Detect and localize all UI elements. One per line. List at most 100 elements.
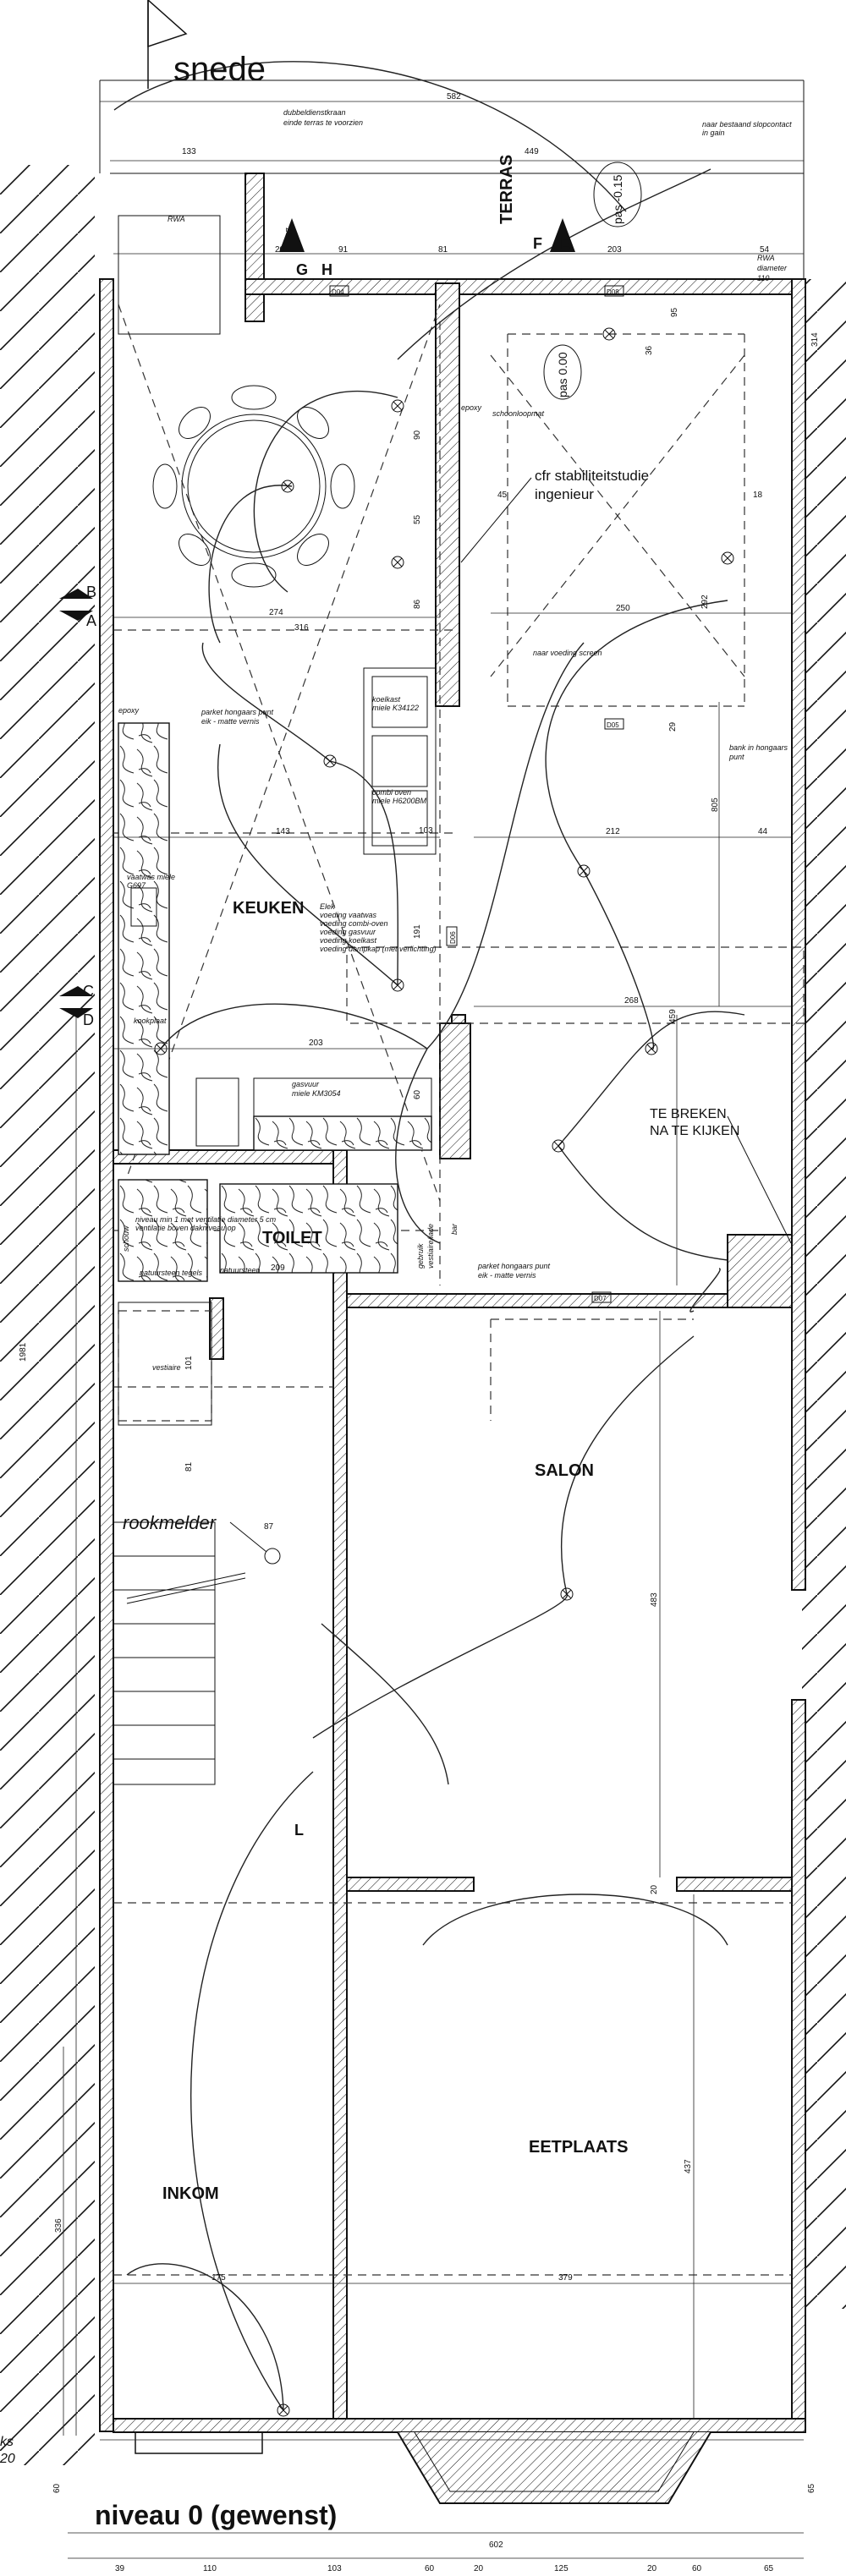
note-gebruik-2: vestiaire/lade [426,1224,435,1269]
note-bar: bar [450,1223,459,1235]
dim-t90: 90 [413,430,422,440]
dim-t18: 18 [753,491,763,500]
room-toilet: TOILET [262,1229,322,1247]
dim-b602: 602 [489,2540,503,2550]
note-gebruik-1: gebruik [416,1243,425,1269]
door-tag-1: D04 [332,288,344,296]
dim-b39: 39 [115,2564,125,2573]
note-toilet-2: ventilatie boven dakniveau op [135,1224,236,1232]
section-letter-c: C [83,983,94,1000]
section-letter-h: H [321,261,332,278]
note-rwa-diameter: diameter [757,264,788,272]
dim-k203: 203 [309,1039,323,1048]
terras-zone [99,79,805,288]
note-dampkap-4: voeding koelkast [320,936,377,945]
dim-t55: 55 [413,514,422,524]
note-rwa-right: RWA [757,254,775,262]
note-combi-1: combi oven [372,788,411,797]
dim-b60b: 60 [692,2564,702,2573]
note-rookmelder: rookmelder [123,1512,217,1533]
neighbour-left [0,165,95,2465]
dim-t20: 20 [275,245,285,255]
dining-table [152,385,355,588]
plan-title: niveau 0 (gewenst) [95,2500,337,2530]
note-bank-1: bank in hongaars [729,743,788,752]
dim-t292: 292 [700,595,710,609]
dim-t36: 36 [645,345,654,355]
dim-54: 54 [760,245,770,255]
dim-449: 449 [525,147,539,156]
note-voeding-screen: naar voeding screen [533,649,602,657]
level-terras: pas -0.15 [611,174,624,224]
dim-c209: 209 [271,1263,285,1273]
note-te-breken-2: NA TE KIJKEN [650,1124,739,1138]
dim-203: 203 [607,245,622,255]
level-terras-bubble [593,162,642,227]
note-natuursteen: natuursteen [220,1266,261,1274]
note-epoxy-2: epoxy [118,706,140,715]
dim-k103: 103 [419,826,433,836]
note-kookplaat: kookplaat [134,1017,167,1025]
note-rwa-110: 110 [757,274,769,282]
neighbour-right [802,279,846,2309]
note-combi-2: miele H6200BM [372,797,427,805]
room-salon: SALON [535,1461,594,1480]
dim-s483: 483 [650,1592,659,1607]
dim-b60v: 60 [52,2483,62,2493]
section-letter-a: A [86,612,96,629]
dim-582: 582 [447,92,461,101]
room-keuken: KEUKEN [233,899,304,918]
door-tag-2: D08 [607,288,619,296]
level-binnen-bubble [543,344,582,400]
note-koelkast-1: koelkast [372,695,401,704]
dim-t250: 250 [616,604,630,613]
note-stabiliteit-2: ingenieur [535,486,594,502]
note-koelkast-2: miele K34122 [372,704,419,712]
dim-k60: 60 [413,1089,422,1099]
note-bestaand-2: in gain [702,129,725,137]
dim-k29: 29 [668,721,678,732]
kitchen-cabinets [118,215,437,1426]
note-bestaand-1: naar bestaand slopcontact [702,120,792,129]
dim-b20a: 20 [474,2564,484,2573]
note-dampkap-2: voeding combi-oven [320,919,388,928]
dim-t316: 316 [294,623,309,633]
note-stabiliteit-1: cfr stabiliteitstudie [535,468,649,484]
level-binnen: pas 0.00 [556,352,569,397]
door-tag-4: D07 [594,1295,607,1302]
dim-c101: 101 [184,1356,194,1370]
note-dampkap-0: Elek [320,902,335,911]
dim-t314: 314 [810,332,820,347]
note-vaatwas-1: vaatwas miele [127,873,175,881]
door-tag-5: D06 [449,931,457,944]
note-parket-keuken-2: eik - matte vernis [201,717,260,726]
dim-t97: 97 [285,227,294,237]
dim-k212: 212 [606,827,620,836]
dashed-layout-lines [113,304,805,2276]
dimension-lines [63,101,804,2559]
note-natuursteen-2: natuursteen tegels [140,1269,203,1277]
note-parket-salon-2: eik - matte vernis [478,1271,536,1280]
note-gasvuur-1: gasvuur [292,1080,320,1088]
dim-b65: 65 [764,2564,774,2573]
dim-b65v: 65 [807,2483,816,2493]
note-vaatwas-2: G697 [127,881,146,890]
dim-k143: 143 [276,827,290,836]
dim-k805: 805 [711,797,720,812]
dim-t91: 91 [338,245,349,255]
dim-t86: 86 [413,599,422,609]
door-tags: D04 D08 D05 D07 D06 [329,285,624,1303]
bay-window [135,2431,711,2504]
note-toilet-1: niveau min 1 met ventilatie diameter 5 c… [135,1215,277,1224]
smoke-detector-icon [264,1548,281,1565]
section-letter-b: B [86,584,96,600]
dim-e336: 336 [54,2218,63,2233]
dim-e175: 175 [212,2273,226,2283]
note-cut-ks: ks [0,2435,14,2449]
dim-e379: 379 [558,2273,573,2283]
dim-t81: 81 [438,245,448,255]
section-arrows [59,218,575,1018]
door-tag-3: D05 [607,721,619,729]
dim-t45: 45 [497,491,508,500]
note-te-breken-1: TE BREKEN [650,1107,727,1121]
